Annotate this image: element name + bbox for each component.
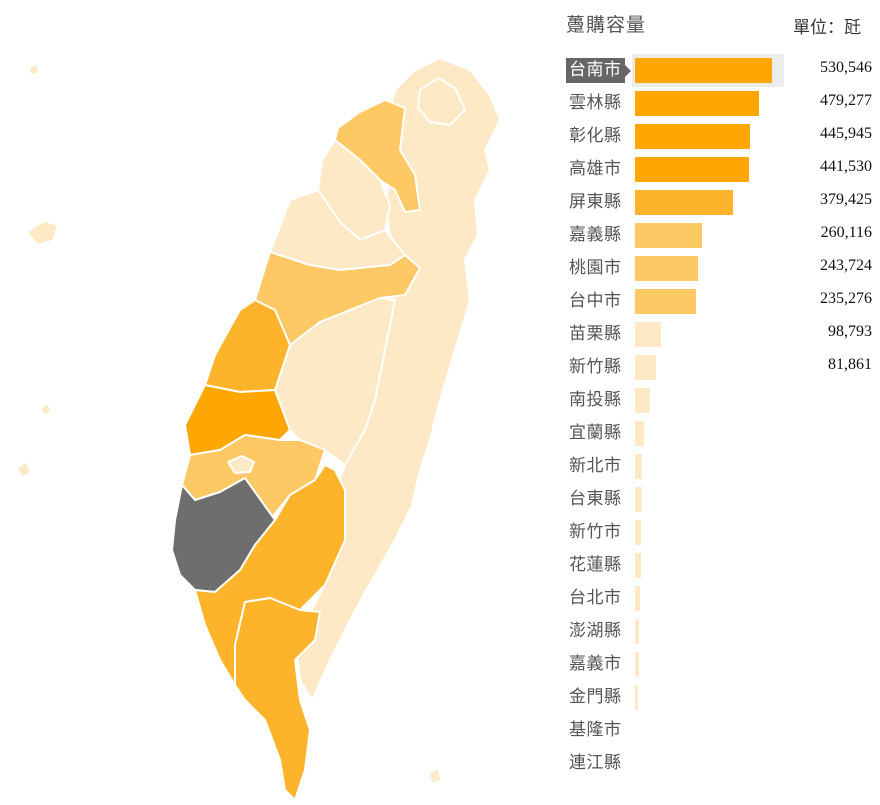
- value-label: 441,530: [820, 158, 872, 175]
- bar-row[interactable]: 屏東縣 379,425: [562, 186, 880, 219]
- category-label: 高雄市: [569, 159, 622, 179]
- bar-row[interactable]: 台北市: [562, 582, 880, 615]
- category-label: 屏東縣: [569, 192, 622, 212]
- bar-row[interactable]: 澎湖縣: [562, 615, 880, 648]
- bar[interactable]: [635, 289, 696, 314]
- bar-row[interactable]: 南投縣: [562, 384, 880, 417]
- bar[interactable]: [635, 322, 661, 347]
- category-label: 花蓮縣: [569, 555, 622, 575]
- map-island-green[interactable]: [430, 770, 440, 782]
- bar[interactable]: [635, 553, 641, 578]
- value-label: 243,724: [820, 257, 872, 274]
- bar-row[interactable]: 新竹縣 81,861: [562, 351, 880, 384]
- category-label: 台中市: [569, 291, 622, 311]
- bar-row[interactable]: 彰化縣 445,945: [562, 120, 880, 153]
- category-label: 新北市: [569, 456, 622, 476]
- category-label: 金門縣: [569, 687, 622, 707]
- value-label: 445,945: [820, 125, 872, 142]
- value-label: 379,425: [820, 191, 872, 208]
- map-region-pingtung[interactable]: [234, 597, 321, 801]
- category-label: 基隆市: [569, 720, 622, 740]
- bar[interactable]: [635, 520, 641, 545]
- bar-row[interactable]: 雲林縣 479,277: [562, 87, 880, 120]
- bar-row[interactable]: 嘉義市: [562, 648, 880, 681]
- value-label: 81,861: [828, 356, 872, 373]
- map-island-penghu[interactable]: [28, 222, 57, 244]
- value-label: 260,116: [820, 224, 872, 241]
- value-label: 235,276: [820, 290, 872, 307]
- value-label: 530,546: [820, 59, 872, 76]
- bar-row[interactable]: 宜蘭縣: [562, 417, 880, 450]
- category-label: 澎湖縣: [569, 621, 622, 641]
- bar[interactable]: [635, 190, 733, 215]
- bar-row[interactable]: 金門縣: [562, 681, 880, 714]
- bar-row[interactable]: 新竹市: [562, 516, 880, 549]
- bar[interactable]: [635, 355, 656, 380]
- category-label: 彰化縣: [569, 126, 622, 146]
- bar[interactable]: [635, 256, 698, 281]
- bar[interactable]: [635, 652, 639, 677]
- category-label: 連江縣: [569, 753, 622, 773]
- chart-title: 躉購容量: [566, 14, 647, 36]
- map-islet-north[interactable]: [30, 65, 38, 74]
- map-region-chiayi-city[interactable]: [227, 455, 255, 474]
- category-label: 南投縣: [569, 390, 622, 410]
- category-label: 嘉義市: [569, 654, 622, 674]
- value-label: 98,793: [828, 323, 872, 340]
- bar-row[interactable]: 新北市: [562, 450, 880, 483]
- bar-row[interactable]: 連江縣: [562, 747, 880, 780]
- bar-row[interactable]: 台中市 235,276: [562, 285, 880, 318]
- bar[interactable]: [635, 388, 650, 413]
- category-label: 桃園市: [569, 258, 622, 278]
- bar[interactable]: [635, 223, 702, 248]
- taiwan-choropleth-map: [18, 57, 501, 801]
- bar[interactable]: [635, 421, 644, 446]
- unit-label: 單位：瓩: [793, 18, 861, 38]
- bar[interactable]: [635, 487, 642, 512]
- bar[interactable]: [635, 124, 750, 149]
- bar[interactable]: [635, 619, 639, 644]
- bar-row[interactable]: 基隆市: [562, 714, 880, 747]
- category-label: 嘉義縣: [569, 225, 622, 245]
- bar[interactable]: [635, 91, 759, 116]
- bar-row[interactable]: 嘉義縣 260,116: [562, 219, 880, 252]
- category-label: 苗栗縣: [569, 324, 622, 344]
- bar[interactable]: [635, 454, 642, 479]
- bar[interactable]: [635, 157, 749, 182]
- bar[interactable]: [635, 58, 772, 83]
- bar-row[interactable]: 台南市 530,546: [562, 54, 880, 87]
- category-label: 台北市: [569, 588, 622, 608]
- bar-row[interactable]: 桃園市 243,724: [562, 252, 880, 285]
- category-label: 新竹市: [569, 522, 622, 542]
- category-label: 宜蘭縣: [569, 423, 622, 443]
- category-label: 雲林縣: [569, 93, 622, 113]
- map-island-matsu[interactable]: [42, 405, 50, 414]
- category-label: 新竹縣: [569, 357, 622, 377]
- map-region-changhua[interactable]: [204, 299, 291, 393]
- bar-row[interactable]: 高雄市 441,530: [562, 153, 880, 186]
- map-island-kinmen[interactable]: [18, 463, 30, 476]
- category-label: 台南市: [566, 58, 630, 83]
- bar-row[interactable]: 苗栗縣 98,793: [562, 318, 880, 351]
- map-region-taipei-keelung[interactable]: [417, 77, 466, 126]
- category-label: 台東縣: [569, 489, 622, 509]
- bar-row[interactable]: 台東縣: [562, 483, 880, 516]
- bar[interactable]: [635, 685, 638, 710]
- map-region-kaohsiung[interactable]: [194, 464, 346, 686]
- value-label: 479,277: [820, 92, 872, 109]
- bar-row[interactable]: 花蓮縣: [562, 549, 880, 582]
- bar[interactable]: [635, 586, 640, 611]
